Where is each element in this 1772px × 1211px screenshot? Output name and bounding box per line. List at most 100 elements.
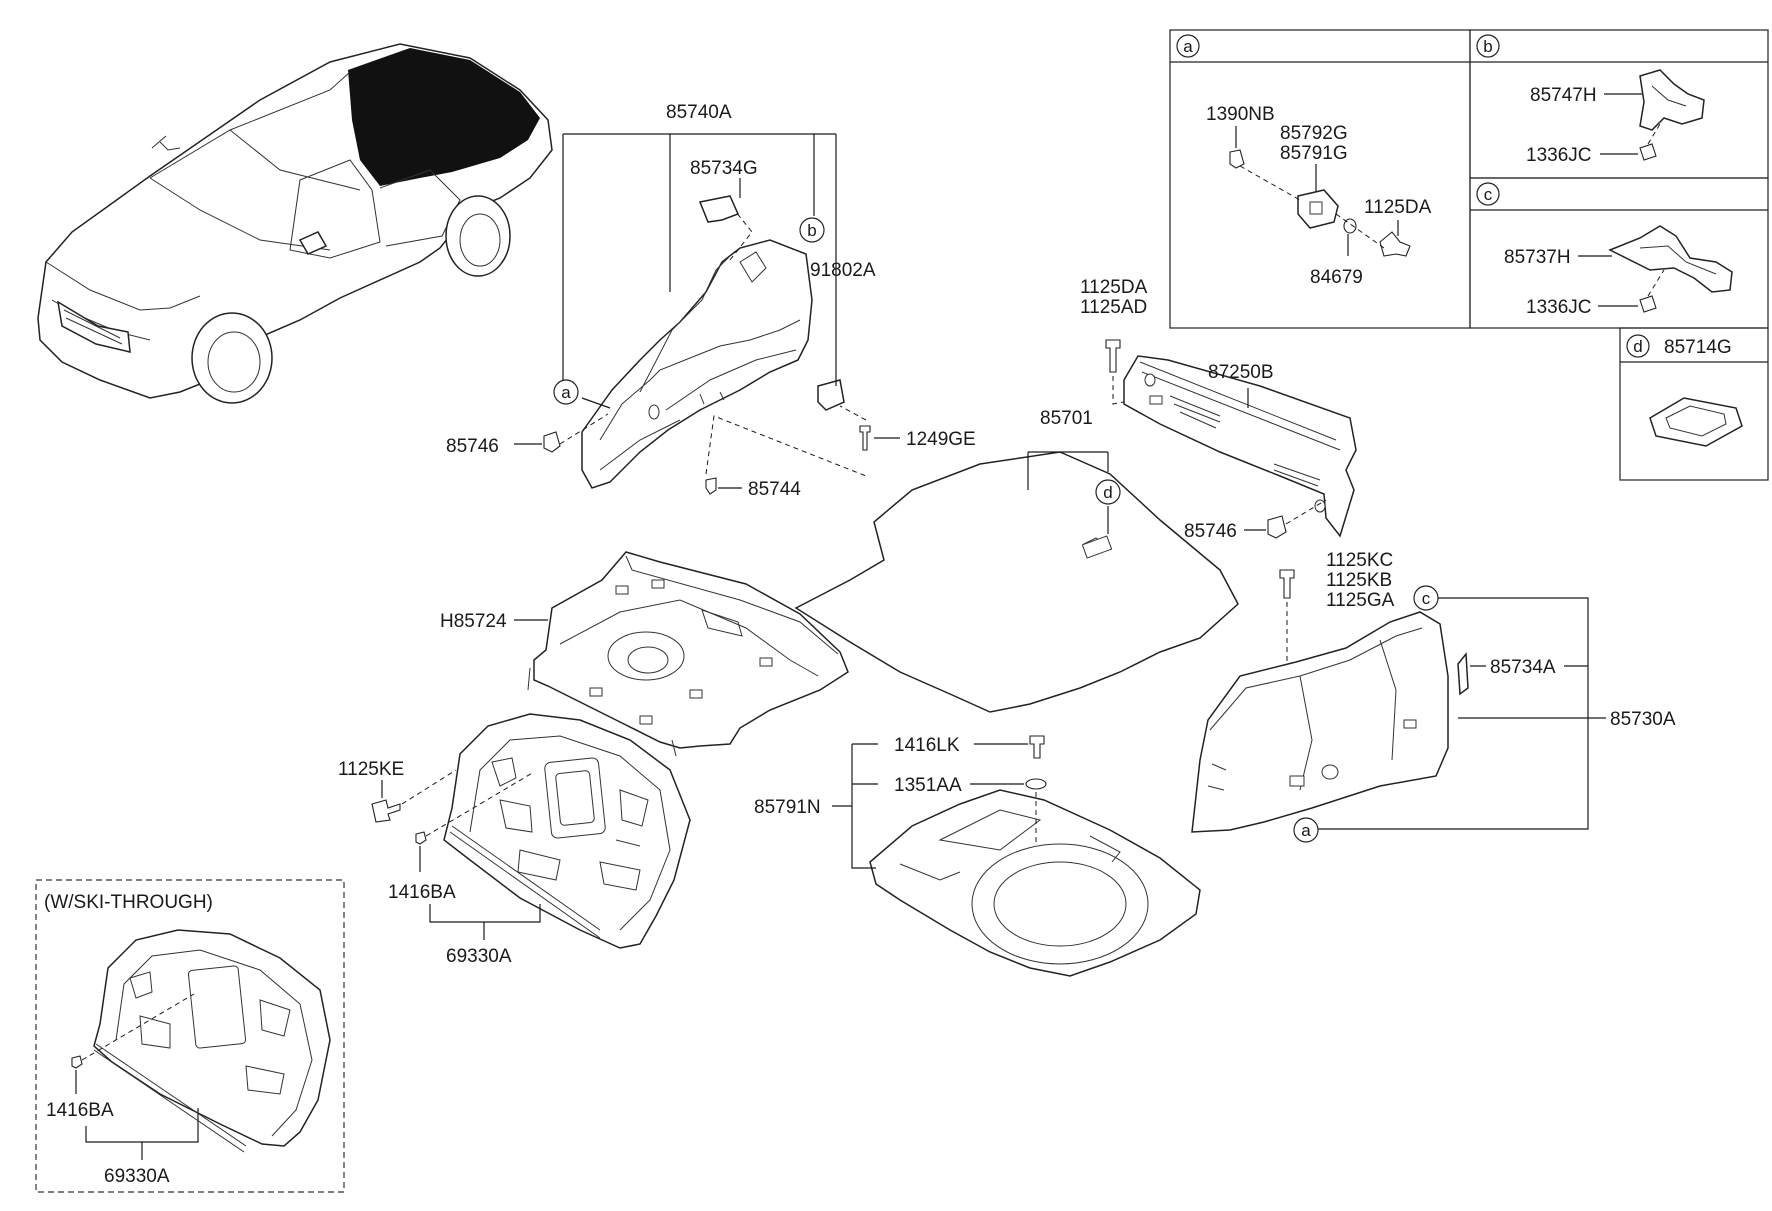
spare-tire-tray: [869, 789, 1201, 977]
clip-1390NB-shape: [1229, 149, 1245, 169]
label-1390NB: 1390NB: [1206, 104, 1275, 125]
callout-circle-d-mat: d: [1095, 479, 1121, 505]
label-85737H: 85737H: [1504, 247, 1571, 268]
label-85730A: 85730A: [1610, 709, 1676, 730]
svg-text:d: d: [1633, 337, 1642, 356]
label-1416BA-main: 1416BA: [388, 882, 456, 903]
label-1336JC-b: 1336JC: [1526, 145, 1592, 166]
bolt-1125DA-top-shape: [1105, 339, 1121, 373]
clip-85746-right-shape: [1267, 515, 1287, 539]
plug-85714G-shape: [1649, 397, 1743, 447]
label-85791N: 85791N: [754, 797, 821, 818]
callout-circle-a-right: a: [1293, 817, 1319, 843]
label-1125DA-top: 1125DA: [1080, 277, 1148, 298]
label-85791G: 85791G: [1280, 143, 1348, 164]
svg-text:b: b: [807, 221, 816, 240]
dash-detail-b: [1647, 123, 1661, 145]
label-84679: 84679: [1310, 267, 1363, 288]
seatback-panel: [443, 713, 691, 949]
svg-text:c: c: [1484, 185, 1493, 204]
label-85734A: 85734A: [1490, 657, 1556, 678]
label-H85724: H85724: [440, 611, 507, 632]
label-85714G: 85714G: [1664, 337, 1732, 358]
dash-85746-right: [1285, 499, 1327, 525]
label-85747H: 85747H: [1530, 85, 1597, 106]
leader-85701: [1027, 451, 1109, 490]
ski-through-box: [35, 879, 345, 1193]
label-85740A: 85740A: [666, 102, 732, 123]
leader-85740A: [562, 133, 837, 388]
vehicle-illustration: [37, 43, 553, 404]
svg-text:d: d: [1103, 483, 1112, 502]
leader-69330A-ski: [85, 1108, 199, 1160]
label-1125AD: 1125AD: [1080, 297, 1147, 318]
right-trunk-trim-assembly: [1191, 611, 1449, 833]
bracket-85737H-shape: [1608, 225, 1733, 293]
detail-box-d: [1619, 327, 1769, 481]
plug-1416BA-ski-shape: [71, 1055, 83, 1069]
label-1249GE: 1249GE: [906, 429, 976, 450]
bolt-1125KE-shape: [371, 799, 401, 823]
detail-box-b: [1469, 29, 1769, 179]
label-1416BA-ski: 1416BA: [46, 1100, 114, 1121]
label-1125KB: 1125KB: [1326, 570, 1392, 591]
bracket-85747H-shape: [1639, 69, 1705, 131]
plug-91802A-shape: [817, 379, 845, 411]
detail-c-circle: c: [1476, 182, 1500, 206]
bolt-1125KC-shape: [1279, 569, 1295, 599]
fastener-85744-shape: [705, 477, 717, 495]
label-1125KC: 1125KC: [1326, 550, 1393, 571]
label-85734G: 85734G: [690, 158, 758, 179]
package-tray: [527, 551, 849, 757]
dash-detail-c: [1647, 269, 1665, 297]
detail-box-c: [1469, 177, 1769, 329]
dash-1416BA-ski: [81, 993, 195, 1061]
nut-1336JC-b-shape: [1639, 143, 1657, 161]
label-69330A-ski: 69330A: [104, 1166, 170, 1187]
leader-a-left: [581, 397, 611, 409]
screw-1249GE-shape: [859, 425, 871, 451]
plug-85734A-shape: [1457, 652, 1469, 696]
callout-circle-c-right: c: [1413, 585, 1439, 611]
rear-transverse-trim: [1123, 355, 1357, 538]
label-85746-left: 85746: [446, 436, 499, 457]
label-1336JC-c: 1336JC: [1526, 297, 1592, 318]
plug-1416LK-shape: [1029, 735, 1045, 759]
bolt-1125DA-detail-shape: [1379, 231, 1411, 257]
left-trunk-trim-assembly: [581, 239, 813, 489]
svg-text:b: b: [1483, 37, 1492, 56]
label-85701: 85701: [1040, 408, 1093, 429]
clip-85746-left-shape: [543, 431, 561, 453]
label-87250B: 87250B: [1208, 362, 1274, 383]
label-91802A: 91802A: [810, 260, 876, 281]
dash-detail-a: [1239, 165, 1385, 249]
washer-84679-shape: [1343, 218, 1357, 234]
label-1351AA: 1351AA: [894, 775, 962, 796]
svg-text:c: c: [1422, 589, 1431, 608]
dash-1125KE: [401, 769, 457, 805]
label-69330A-main: 69330A: [446, 946, 512, 967]
detail-d-circle: d: [1626, 334, 1650, 358]
nut-1336JC-c-shape: [1639, 295, 1657, 313]
callout-circle-a-left: a: [553, 379, 579, 405]
svg-text:a: a: [561, 383, 571, 402]
detail-b-circle: b: [1476, 34, 1500, 58]
leader-85730A: [1318, 597, 1606, 830]
callout-circle-b-left: b: [799, 217, 825, 243]
ski-through-title: (W/SKI-THROUGH): [44, 892, 213, 913]
trunk-floor-mat: [794, 451, 1239, 713]
plug-1416BA-main-shape: [415, 831, 427, 845]
label-85746-right: 85746: [1184, 521, 1237, 542]
dash-1125DA: [1112, 376, 1125, 405]
svg-text:a: a: [1301, 821, 1311, 840]
washer-1351AA-shape: [1025, 778, 1047, 790]
label-85792G: 85792G: [1280, 123, 1348, 144]
label-1125DA-detail: 1125DA: [1364, 197, 1432, 218]
detail-a-circle: a: [1176, 34, 1200, 58]
label-85744: 85744: [748, 479, 801, 500]
svg-text:a: a: [1183, 37, 1193, 56]
label-1125KE: 1125KE: [338, 759, 404, 780]
dash-1416BA-main: [425, 771, 535, 837]
label-1416LK: 1416LK: [894, 735, 960, 756]
